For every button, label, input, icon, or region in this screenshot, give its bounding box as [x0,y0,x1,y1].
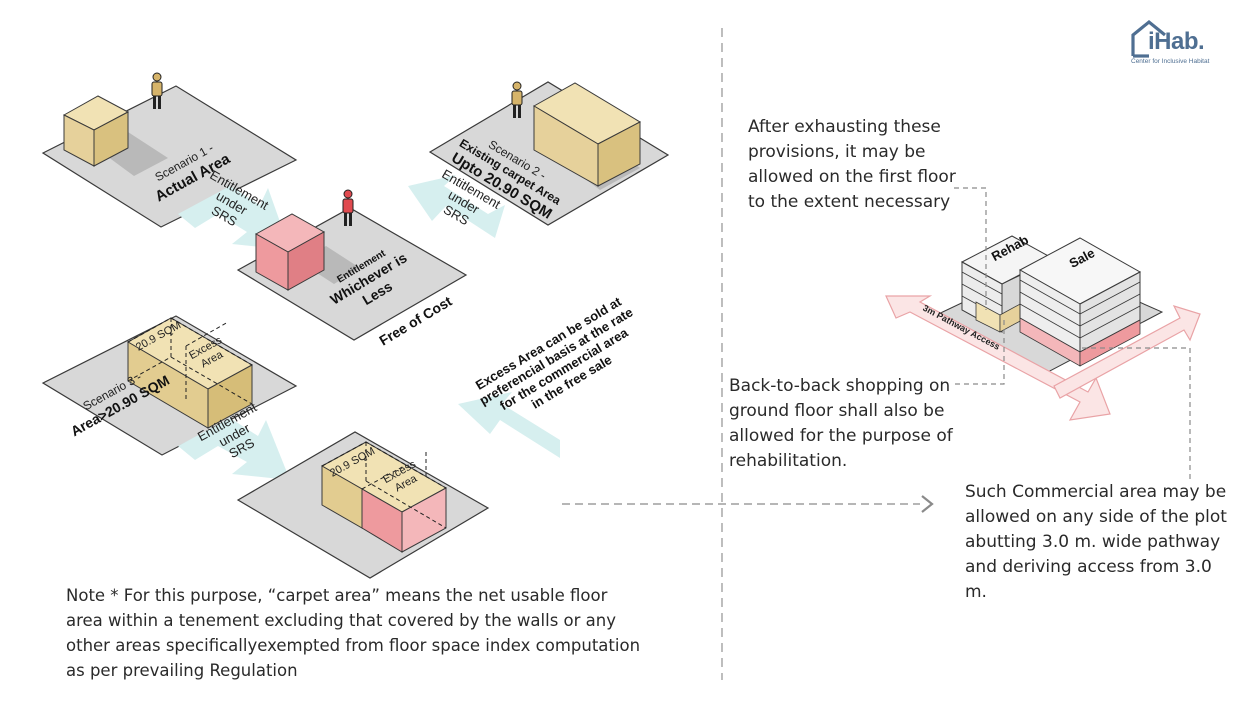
entitlement-box [254,213,326,291]
logo-tagline: Center for Inclusive Habitat [1131,58,1210,65]
arrow-scenario3-bottom [178,418,290,480]
pathway-arrow-vertical [1053,305,1201,399]
result-group: 20.9 SQM Excess Area [236,431,490,579]
scenario2-box [532,82,642,187]
person-icon [342,189,354,226]
house-logo-icon [1131,19,1167,58]
pathway-arrow-horizontal [885,295,1111,421]
building-group: 3m Pathway Access Rehab [885,232,1201,421]
leader-first-floor [954,187,987,310]
scenario3-box [126,317,254,429]
connector-arrowhead [921,495,934,513]
scenario3-group: 20.9 SQM Excess Area Scenario 3 - Area>2… [41,315,298,456]
person-icon [151,72,163,109]
arrow-excess-sale [458,392,560,458]
leader-back-to-back [955,318,1005,385]
footnote: Note * For this purpose, “carpet area” m… [66,586,641,680]
text-commercial: Such Commercial area may be allowed on a… [965,482,1227,602]
entitlement-group: Entitlement Whichever is Less Free of Co… [236,189,468,349]
leader-commercial [1082,347,1191,480]
result-box [320,441,448,553]
arrow-scenario2-entitlement [408,175,505,238]
rehab-block [960,235,1054,333]
text-first-floor: After exhausting these provisions, it ma… [748,117,956,212]
sale-block [1018,237,1142,367]
scenario1-group: Scenario 1 - Actual Area [41,72,298,228]
person-icon [511,81,523,118]
scenario1-box [62,95,130,167]
scenario2-group: Scenario 2 - Existing carpet Area Upto 2… [428,81,670,226]
text-back-to-back: Back-to-back shopping on ground floor sh… [729,376,953,471]
logo-name: iHab. [1148,28,1205,55]
